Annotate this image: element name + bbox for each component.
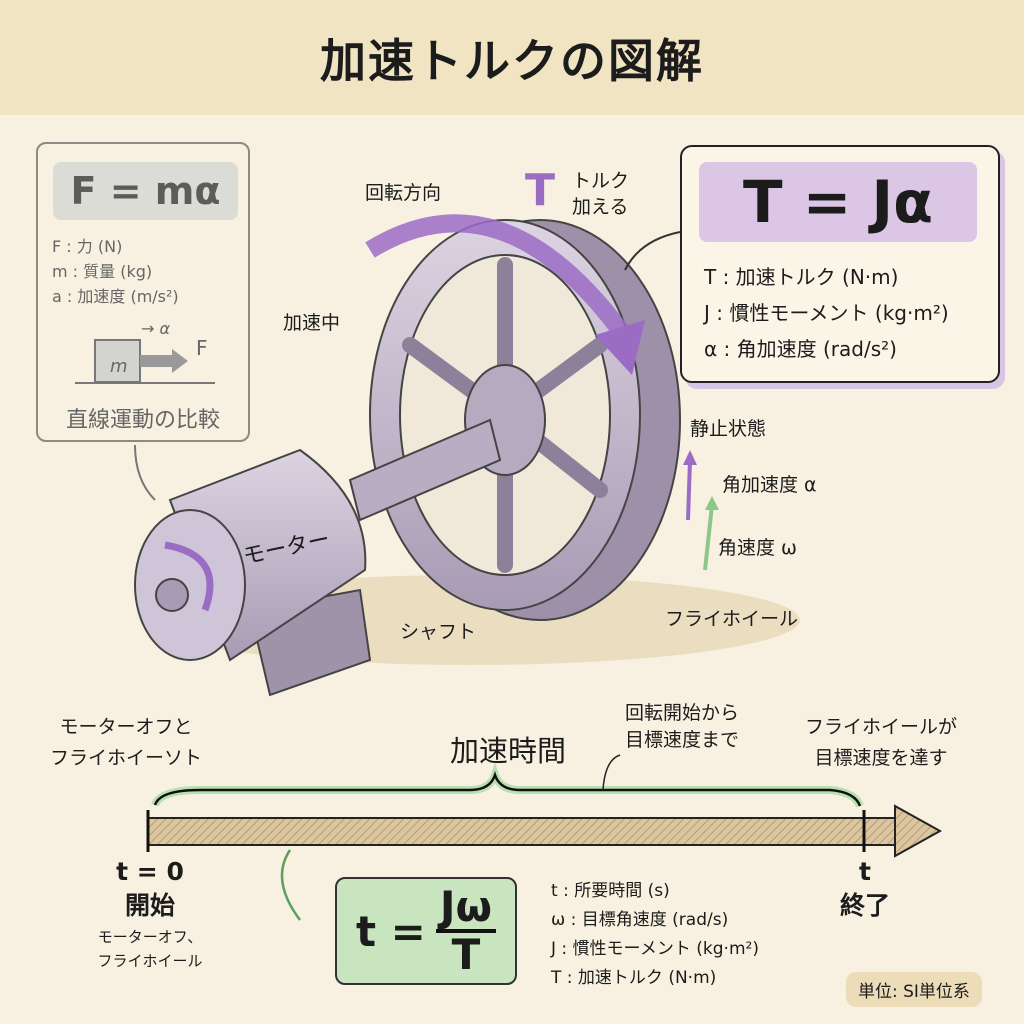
rotation-arrow (365, 214, 628, 336)
motor-rotation-arrow (164, 541, 214, 612)
shaft-label: シャフト (400, 621, 477, 643)
rest-state-label: 静止状態 (690, 418, 767, 440)
angular-velocity-arrow (703, 504, 714, 571)
accelerating-label: 加速中 (283, 312, 341, 334)
linear-motion-box: F = mα F : 力 (N) m : 質量 (kg) a : 加速度 (m/… (36, 142, 250, 442)
rotation-direction-label: 回転方向 (365, 182, 442, 204)
def-mass: m : 質量 (kg) (52, 262, 153, 281)
duration-note-line2: 目標速度まで (625, 729, 740, 751)
linear-equation: F = mα (53, 162, 238, 220)
angular-accel-label: 角加速度 α (722, 474, 817, 496)
end-note-line2: 目標速度を達す (814, 747, 948, 769)
start-note-line2: フライホイーソト (50, 747, 203, 769)
angular-velocity-label: 角速度 ω (718, 537, 797, 559)
page-title: 加速トルクの図解 (320, 33, 704, 88)
flywheel (369, 219, 681, 621)
def-inertia-2: J : 慣性モーメント (kg·m²) (551, 939, 759, 959)
title-bar: 加速トルクの図解 (0, 0, 1024, 115)
end-marker: t 終了 (830, 855, 900, 923)
rotation-arrowhead (595, 320, 645, 375)
force-label: F (196, 336, 208, 360)
start-marker: t = 0 開始 (100, 855, 200, 923)
flywheel-label: フライホイール (665, 608, 799, 630)
torque-symbol: T (525, 165, 556, 216)
linear-caption: 直線運動の比較 (65, 408, 220, 433)
start-sub-line2: フライホイール (97, 952, 203, 970)
end-note: フライホイールが目標速度を達す (805, 712, 957, 774)
timeline-arrowhead (894, 804, 943, 858)
torque-equation: T = Jα (699, 162, 977, 242)
torque-apply-label: トルク加える (572, 168, 629, 220)
mass-label: m (110, 356, 128, 377)
formula-arrow (280, 849, 302, 921)
start-note-line1: モーターオフと (59, 716, 193, 738)
time-formula-denominator: T (451, 930, 481, 979)
duration-label: 加速時間 (450, 734, 567, 768)
callout-arrow (624, 231, 681, 271)
start-sub-line1: モーターオフ、 (97, 928, 203, 946)
accel-label: → α (141, 319, 171, 338)
end-note-line1: フライホイールが (805, 716, 958, 738)
def-force: F : 力 (N) (52, 237, 123, 256)
end-label: 終了 (839, 891, 890, 920)
time-defs: t : 所要時間 (s) ω : 目標角速度 (rad/s) J : 慣性モーメ… (551, 877, 759, 993)
time-formula-lhs: t = (355, 906, 426, 956)
timeline-bar (147, 817, 899, 846)
shaft (348, 418, 502, 522)
start-sub: モーターオフ、フライホイール (85, 925, 215, 973)
def-torque-2: T : 加速トルク (N·m) (551, 968, 717, 988)
def-torque: T : 加速トルク (N·m) (704, 265, 899, 289)
angular-accel-arrow (686, 459, 692, 521)
motor (134, 448, 372, 697)
torque-apply-line1: トルク (572, 170, 630, 192)
duration-brace (153, 771, 862, 807)
torque-formula-box: T = Jα T : 加速トルク (N·m) J : 慣性モーメント (kg·m… (680, 145, 1000, 383)
start-note: モーターオフとフライホイーソト (50, 712, 202, 774)
def-acceleration: a : 加速度 (m/s²) (52, 287, 179, 306)
torque-defs: T : 加速トルク (N·m) J : 慣性モーメント (kg·m²) α : … (704, 259, 949, 367)
duration-note-line1: 回転開始から (625, 702, 740, 724)
def-time: t : 所要時間 (s) (551, 881, 670, 901)
torque-apply-line2: 加える (572, 196, 629, 218)
def-angular-accel: α : 角加速度 (rad/s²) (704, 337, 897, 361)
linear-defs: F : 力 (N) m : 質量 (kg) a : 加速度 (m/s²) (52, 234, 179, 309)
time-formula-numerator: Jω (435, 885, 497, 933)
end-time: t (859, 857, 871, 886)
def-target-angular-velocity: ω : 目標角速度 (rad/s) (551, 910, 729, 930)
units-badge: 単位: SI単位系 (846, 972, 982, 1007)
duration-note: 回転開始から目標速度まで (625, 700, 739, 754)
start-time: t = 0 (116, 857, 184, 886)
start-label: 開始 (124, 891, 175, 920)
def-inertia: J : 慣性モーメント (kg·m²) (704, 301, 949, 325)
